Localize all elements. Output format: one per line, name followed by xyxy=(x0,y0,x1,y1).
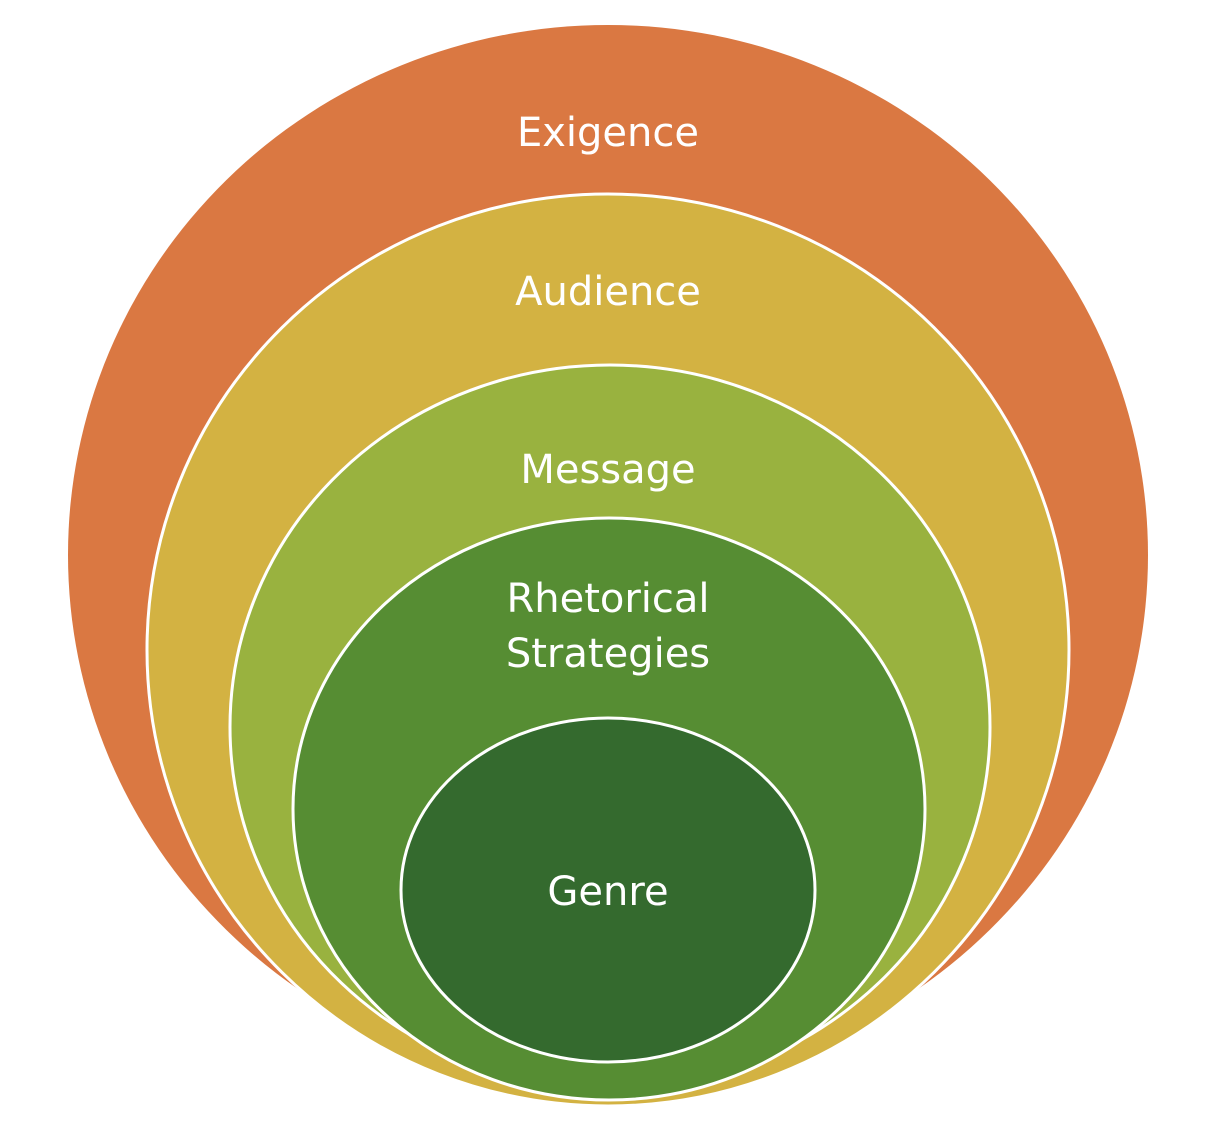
label-rhetorical-strategies-line2: Strategies xyxy=(506,631,710,677)
label-genre: Genre xyxy=(547,869,668,915)
label-message: Message xyxy=(520,447,695,493)
label-audience: Audience xyxy=(515,269,701,315)
label-rhetorical-strategies-line1: Rhetorical xyxy=(506,576,709,622)
label-exigence: Exigence xyxy=(517,110,699,156)
layer-genre: Genre xyxy=(399,716,817,1064)
ellipse-genre xyxy=(399,716,817,1064)
